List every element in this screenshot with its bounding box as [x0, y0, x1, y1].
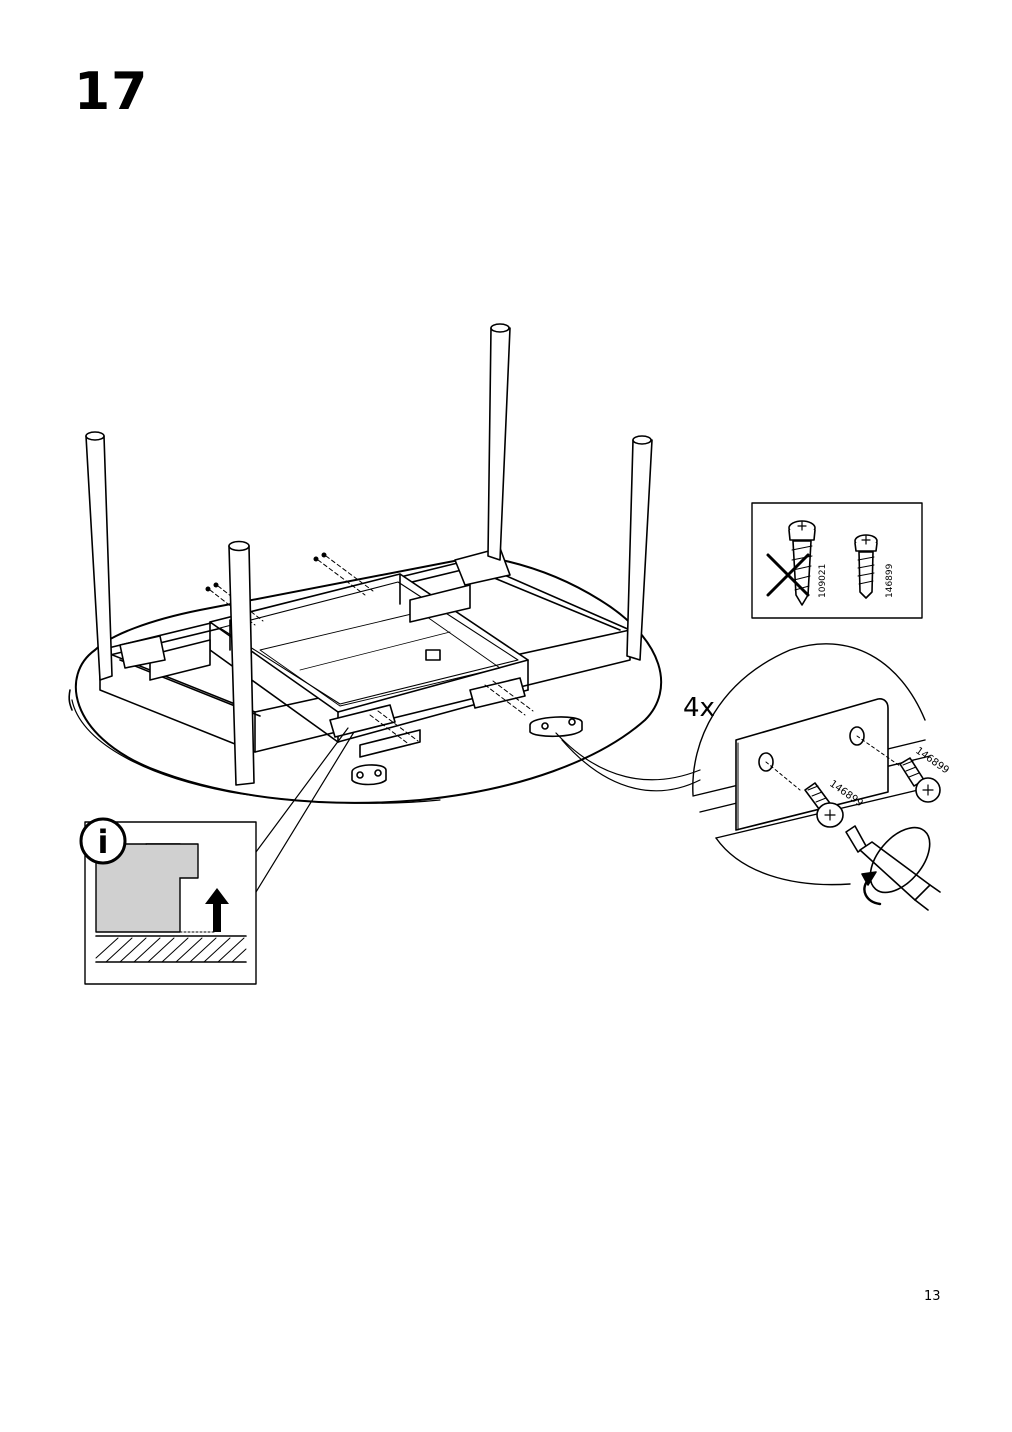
- table-assembly: [68, 323, 663, 804]
- info-box: [79, 727, 355, 985]
- wrong-screw-label: 109021: [818, 564, 828, 598]
- detail-screw-1: [804, 782, 844, 828]
- rotate-arrow-icon: [861, 826, 931, 906]
- up-arrow-icon: [205, 888, 229, 932]
- page-number: 13: [924, 1289, 941, 1304]
- detail-screw-2: [899, 757, 941, 803]
- info-icon: [79, 817, 127, 865]
- table-legs: [85, 323, 653, 786]
- info-icon-letter: i: [98, 823, 109, 861]
- correct-screw: [854, 534, 878, 599]
- quantity-label: 4x: [683, 693, 715, 723]
- x-mark-icon: [766, 553, 810, 597]
- correct-screw-label: 146899: [885, 563, 895, 598]
- leg-back-left: [85, 435, 113, 681]
- detail-circle: [555, 643, 941, 911]
- step-number: 17: [74, 62, 149, 122]
- leg-back-right: [487, 327, 511, 561]
- leg-right: [626, 439, 653, 661]
- screwdriver-icon: [845, 825, 941, 911]
- screw-compare-box: [751, 502, 923, 619]
